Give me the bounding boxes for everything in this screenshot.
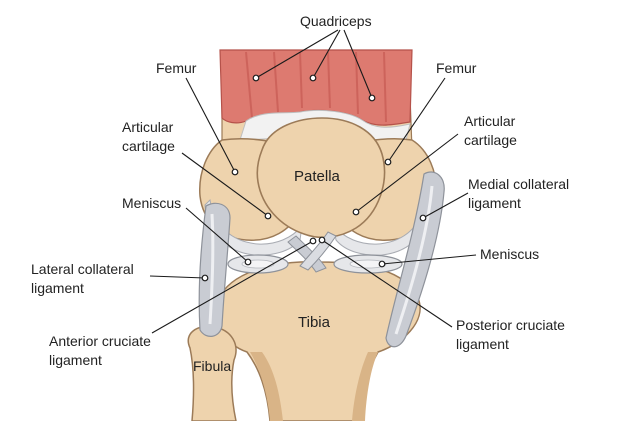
- label-anterior-cruciate-line2: ligament: [49, 352, 102, 368]
- leader-quadriceps-3: [343, 29, 373, 99]
- label-meniscus-right: Meniscus: [480, 246, 540, 262]
- label-articular-cartilage-left-line1: Articular: [122, 119, 174, 135]
- label-fibula: Fibula: [193, 358, 232, 374]
- tibia-shade-right: [352, 352, 378, 421]
- label-meniscus-left: Meniscus: [122, 195, 182, 211]
- leader-lateral-collateral: [149, 275, 206, 279]
- dot-anterior-cruciate: [309, 237, 317, 245]
- dot-articular-right: [352, 208, 360, 216]
- label-articular-cartilage-right-line2: cartilage: [464, 132, 517, 148]
- quadriceps-fibers: [245, 51, 387, 123]
- label-medial-collateral-line1: Medial collateral: [468, 176, 570, 192]
- medial-collateral-ligament-shape: [385, 171, 445, 348]
- dot-posterior-cruciate: [318, 236, 326, 244]
- label-medial-collateral-ligament: Medial collateral ligament: [468, 175, 569, 213]
- patella-bone: [256, 117, 386, 239]
- anterior-cruciate-ligament-shape: [287, 235, 327, 273]
- medial-collateral-highlight: [394, 185, 434, 335]
- label-articular-cartilage-right-line1: Articular: [464, 113, 516, 129]
- label-medial-collateral-line2: ligament: [468, 195, 521, 211]
- dot-femur-right: [384, 158, 392, 166]
- dot-lateral-collateral: [201, 274, 209, 282]
- dot-quadriceps-1: [252, 74, 260, 82]
- label-articular-cartilage-right: Articular cartilage: [464, 112, 517, 150]
- label-posterior-cruciate-line2: ligament: [456, 336, 509, 352]
- label-anterior-cruciate-ligament: Anterior cruciate ligament: [49, 332, 151, 370]
- lateral-collateral-highlight: [208, 213, 215, 325]
- tibia-shade: [250, 352, 283, 421]
- marker-dots: [201, 74, 427, 282]
- leader-anterior-cruciate: [151, 240, 314, 334]
- leader-articular-left: [181, 152, 269, 217]
- label-quadriceps: Quadriceps: [300, 13, 372, 29]
- label-articular-cartilage-left: Articular cartilage: [122, 118, 175, 156]
- label-posterior-cruciate-line1: Posterior cruciate: [456, 317, 565, 333]
- label-femur-right: Femur: [436, 60, 477, 76]
- label-tibia: Tibia: [298, 314, 330, 331]
- leader-quadriceps-1: [255, 29, 339, 79]
- label-lateral-collateral-line1: Lateral collateral: [31, 261, 134, 277]
- label-anterior-cruciate-line1: Anterior cruciate: [49, 333, 151, 349]
- leader-femur-right: [387, 77, 446, 163]
- dot-medial-collateral: [419, 214, 427, 222]
- label-lateral-collateral-line2: ligament: [31, 280, 84, 296]
- dot-femur-left: [231, 168, 239, 176]
- leader-femur-left: [185, 77, 236, 173]
- lateral-collateral-ligament-shape: [198, 202, 231, 337]
- dot-articular-left: [264, 212, 272, 220]
- leader-lines: [149, 29, 477, 334]
- leader-articular-right: [355, 133, 459, 213]
- dot-meniscus-right: [378, 260, 386, 268]
- label-posterior-cruciate-ligament: Posterior cruciate ligament: [456, 316, 565, 354]
- leader-medial-collateral: [422, 192, 469, 219]
- leader-meniscus-left: [185, 207, 249, 263]
- leader-meniscus-right: [381, 254, 477, 265]
- label-femur-left: Femur: [156, 60, 197, 76]
- label-lateral-collateral-ligament: Lateral collateral ligament: [31, 260, 134, 298]
- leader-posterior-cruciate: [321, 239, 453, 328]
- label-patella: Patella: [294, 168, 340, 185]
- dot-quadriceps-3: [368, 94, 376, 102]
- leader-quadriceps-2: [312, 29, 341, 79]
- label-articular-cartilage-left-line2: cartilage: [122, 138, 175, 154]
- dot-meniscus-left: [244, 258, 252, 266]
- dot-quadriceps-2: [309, 74, 317, 82]
